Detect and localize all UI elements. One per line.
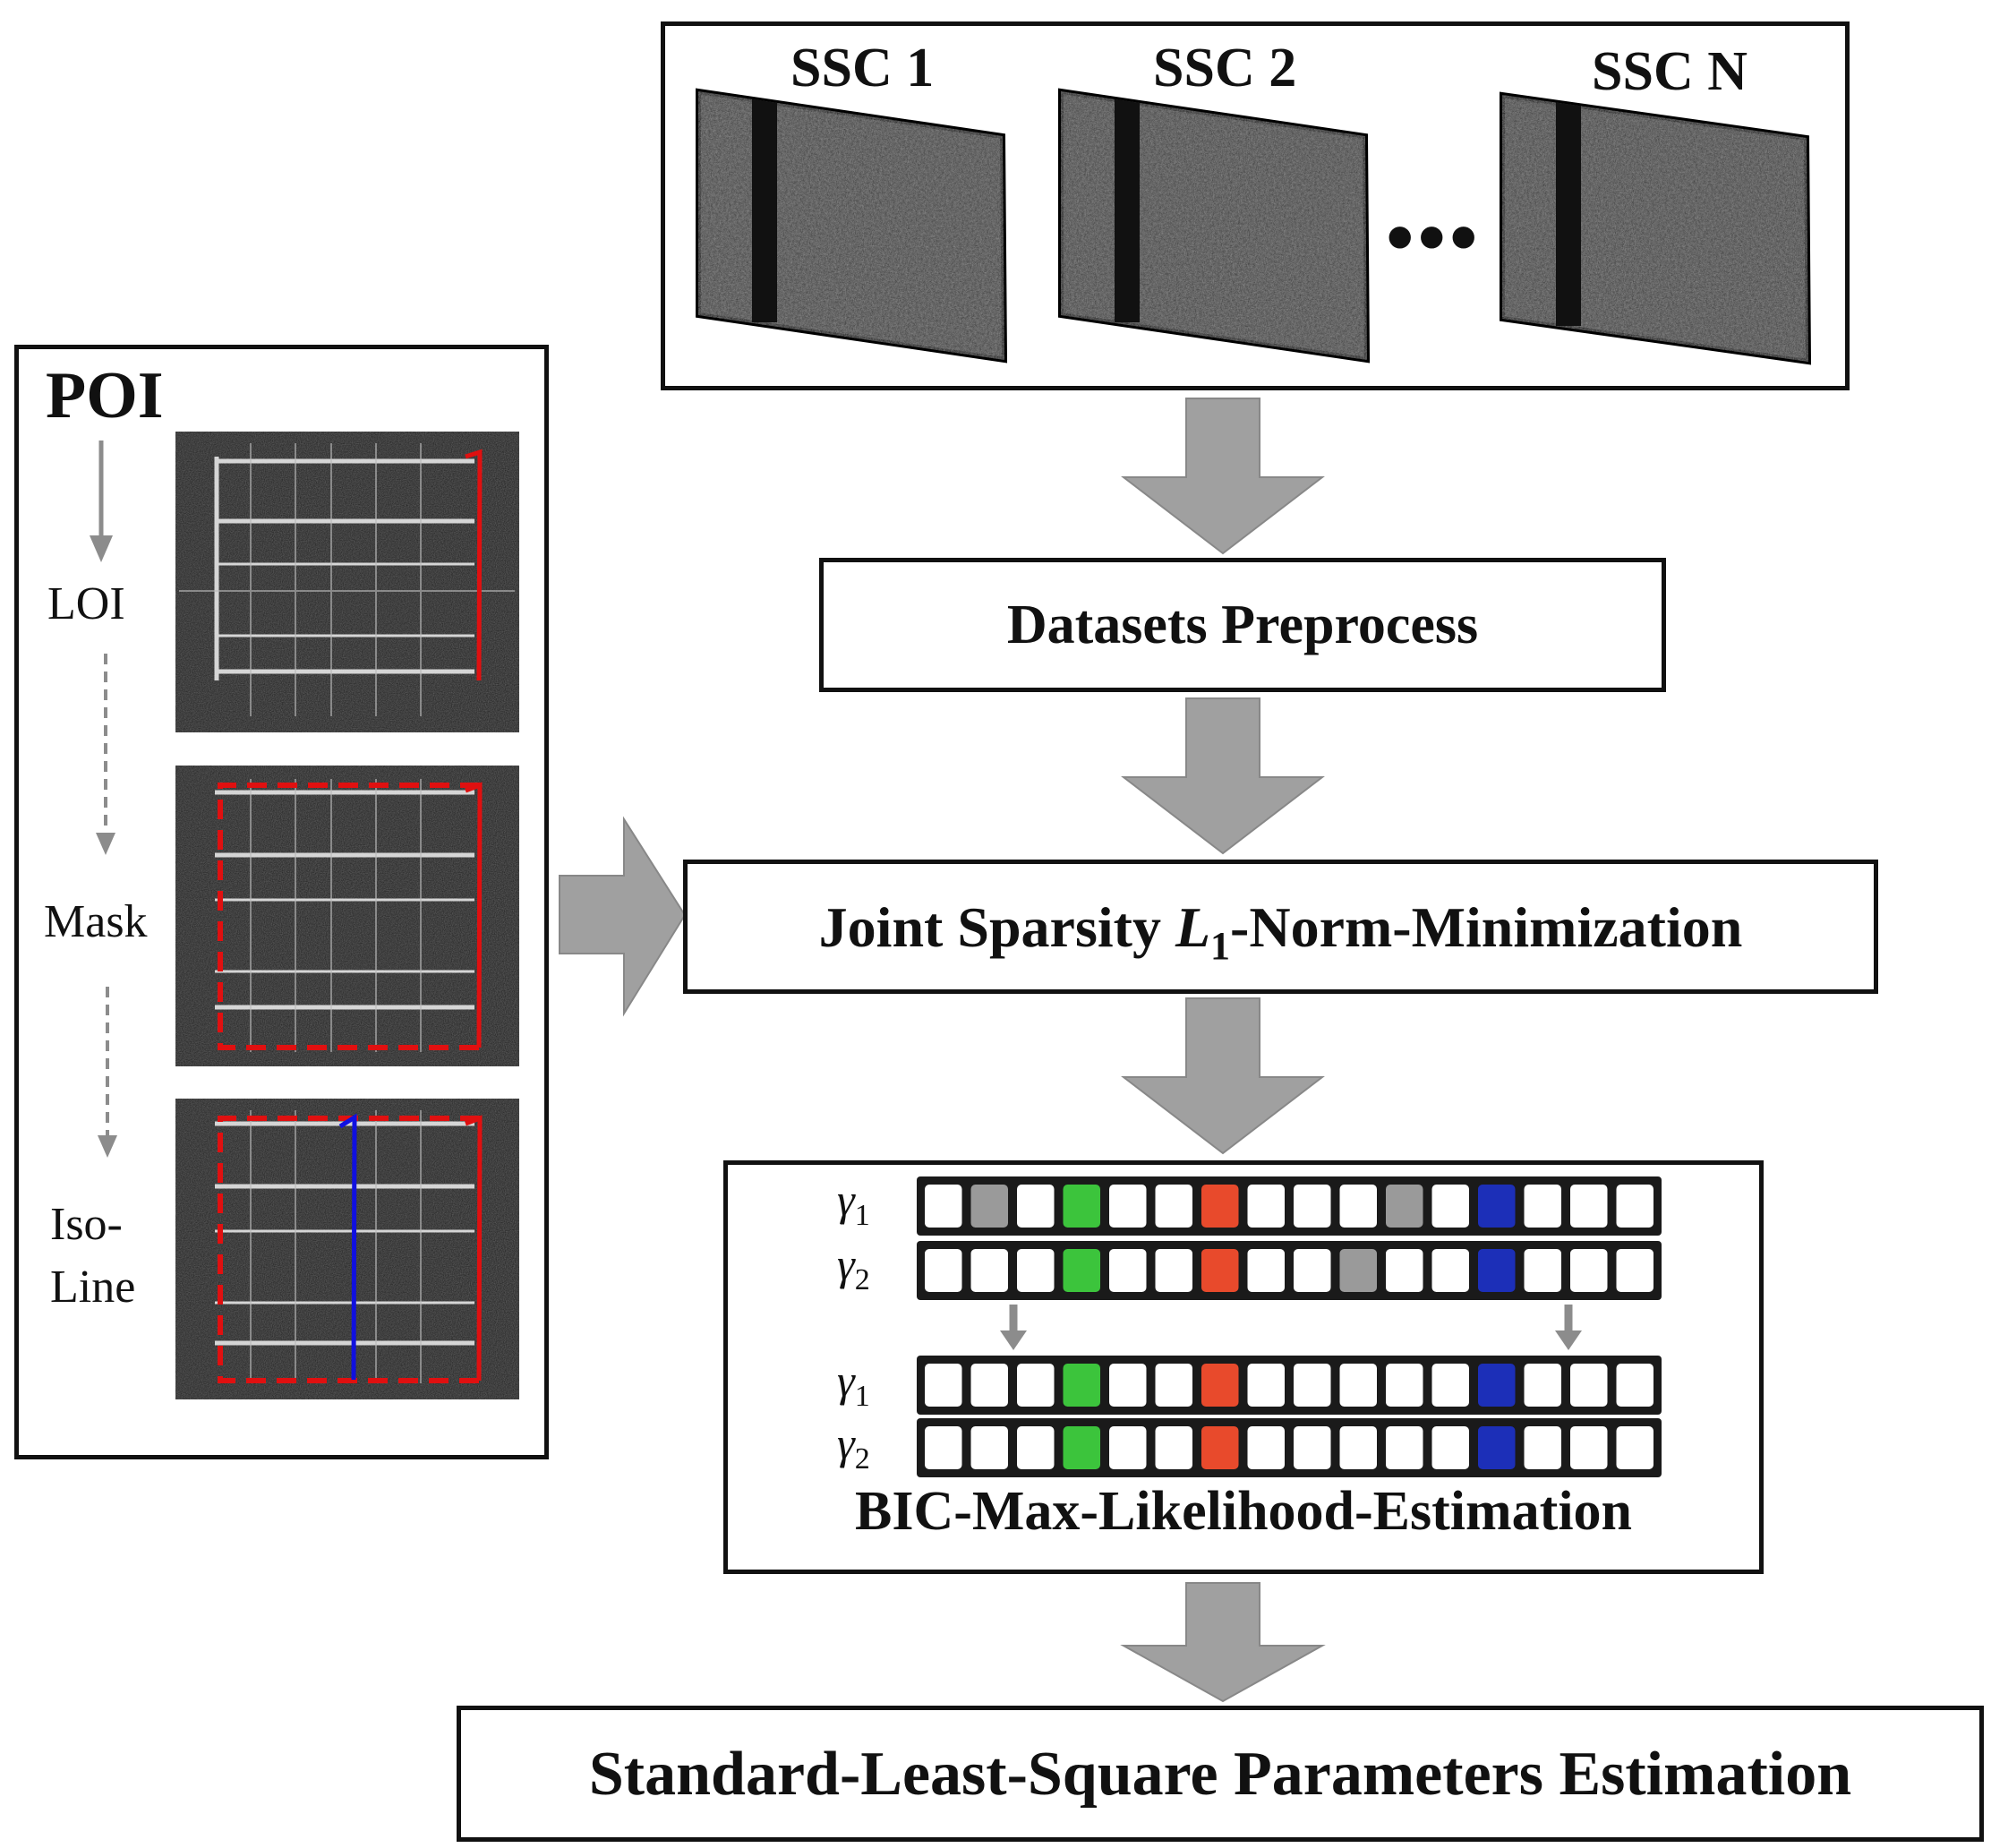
- ssc-1-label: SSC 1: [790, 38, 935, 98]
- ssc-stack-box: SSC 1 SSC 2 SSC N •••: [661, 21, 1850, 390]
- poi-box: POI LOI Mask Iso- Line: [14, 345, 549, 1459]
- l1-suffix: -Norm-Minimization: [1230, 895, 1743, 959]
- flow-arrow-ssc-to-preprocess: [1121, 398, 1325, 555]
- ssc-2-label: SSC 2: [1153, 38, 1297, 98]
- ssc-ellipsis: •••: [1386, 193, 1482, 282]
- l1-symbol: L: [1175, 895, 1211, 959]
- lsq-label: Standard-Least-Square Parameters Estimat…: [588, 1740, 1852, 1809]
- preprocess-label: Datasets Preprocess: [1006, 595, 1479, 655]
- gamma-2-top: γ2: [837, 1239, 870, 1296]
- preprocess-box: Datasets Preprocess: [819, 558, 1666, 692]
- lsq-box: Standard-Least-Square Parameters Estimat…: [457, 1706, 1984, 1842]
- l1-minimization-box: Joint Sparsity L1-Norm-Minimization: [683, 860, 1878, 994]
- flow-arrow-poi-to-l1: [559, 816, 687, 1017]
- poi-title: POI: [46, 359, 164, 432]
- gamma-1-top: γ1: [837, 1175, 870, 1232]
- flow-arrow-bic-to-lsq: [1120, 1582, 1326, 1703]
- bic-label: BIC-Max-Likelihood-Estimation: [854, 1481, 1633, 1542]
- l1-prefix: Joint Sparsity: [818, 895, 1175, 959]
- poi-step-mask: Mask: [44, 896, 148, 947]
- gamma-1-bottom: γ1: [837, 1356, 870, 1413]
- ssc-n-label: SSC N: [1592, 41, 1748, 102]
- gamma-2-bottom: γ2: [837, 1418, 870, 1476]
- flow-arrow-l1-to-bic: [1121, 997, 1325, 1155]
- bic-box: γ1 γ2 γ1 γ2 BIC-Max-Likelihood-Estimatio…: [723, 1160, 1764, 1574]
- l1-minimization-label: Joint Sparsity L1-Norm-Minimization: [688, 894, 1874, 969]
- poi-step-isoline: Iso- Line: [50, 1199, 136, 1313]
- flow-arrow-preprocess-to-l1: [1121, 697, 1325, 855]
- poi-step-loi: LOI: [47, 578, 125, 629]
- l1-subscript: 1: [1210, 923, 1231, 968]
